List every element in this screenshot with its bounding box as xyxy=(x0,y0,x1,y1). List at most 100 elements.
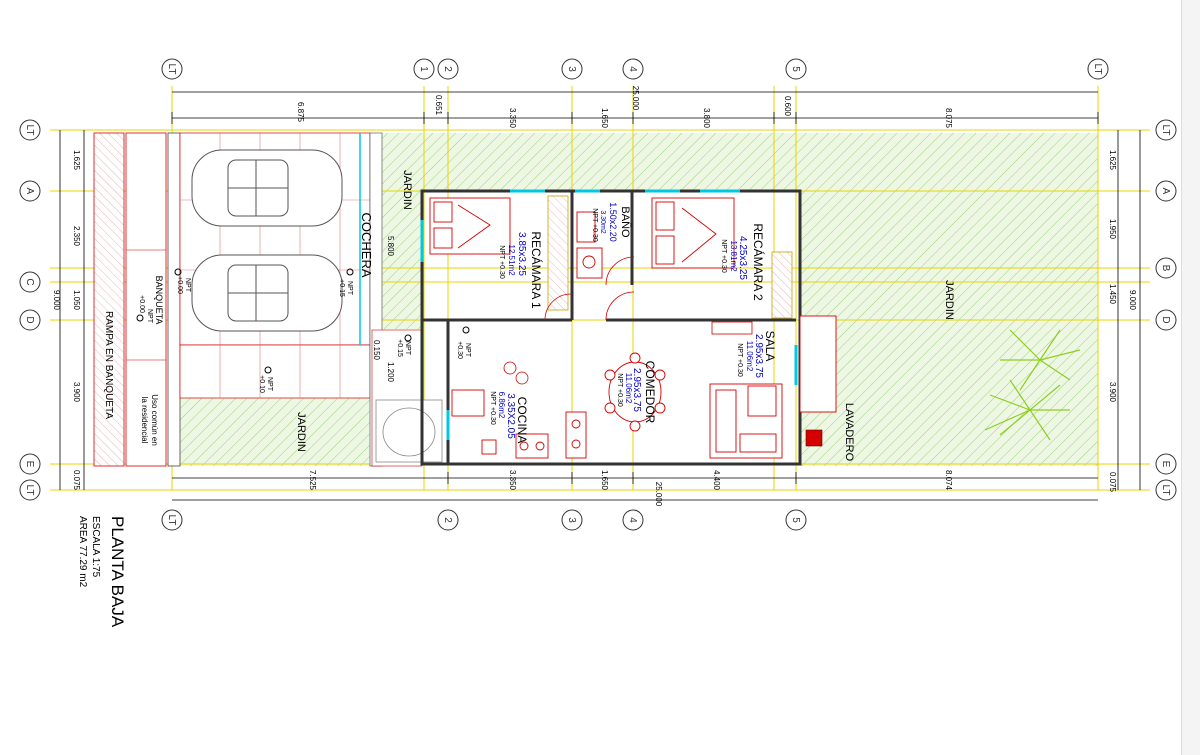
axis-label-bottom: LT xyxy=(166,515,177,526)
room-name: RECÁMARA 1 xyxy=(529,231,544,309)
room-name-lavadero: LAVADERO xyxy=(843,403,855,462)
room-npt: NPT +0.30 xyxy=(720,239,727,273)
sheet-area: AREA 77.29 m2 xyxy=(77,516,88,588)
sidewalk-label: BANQUETA xyxy=(154,276,164,325)
axis-label-left: A xyxy=(24,188,35,195)
level-marker: NPT xyxy=(464,343,471,358)
axis-label-right: LT xyxy=(1160,125,1171,136)
dim-right: 3.900 xyxy=(1108,382,1117,403)
axis-label-top: 2 xyxy=(442,66,453,72)
axis-label-bottom: 5 xyxy=(790,517,801,523)
dim-top: 0.651 xyxy=(434,95,443,116)
level-marker: +0.15 xyxy=(338,279,345,297)
dim-left-overall: 9.000 xyxy=(52,290,61,311)
room-area: 3.30m2 xyxy=(599,210,606,233)
room-size: 2.95x3.75 xyxy=(631,368,642,412)
dim-right: 1.450 xyxy=(1108,284,1117,305)
bathroom-fixtures xyxy=(576,211,603,279)
level-marker: +0.00 xyxy=(176,276,183,294)
level-marker: +0.00 xyxy=(138,295,145,313)
dim-bottom: 4.400 xyxy=(712,470,721,491)
dim-top-overall: 25.000 xyxy=(631,86,640,111)
axis-markers xyxy=(19,58,1177,531)
closet xyxy=(547,195,569,311)
axis-label-bottom: 2 xyxy=(442,517,453,523)
level-marker: NPT xyxy=(266,377,273,392)
dim-bottom: 3.350 xyxy=(508,470,517,491)
axis-label-top: LT xyxy=(166,64,177,75)
axis-label-right: D xyxy=(1160,316,1171,323)
ramp-label: RAMPA EN BANQUETA xyxy=(103,311,114,419)
room-size: 3.85x3.25 xyxy=(516,232,527,276)
garden-top xyxy=(382,133,800,191)
dim-top: 3.800 xyxy=(702,108,711,129)
room-name: COMEDOR xyxy=(643,361,657,424)
dim-interior: 1.200 xyxy=(386,362,395,383)
room-npt: NPT +0.30 xyxy=(498,245,505,279)
property-wall-front xyxy=(167,132,181,467)
axis-label-right: B xyxy=(1160,265,1171,272)
room-name-cochera: COCHERA xyxy=(359,212,374,277)
windows xyxy=(420,189,798,440)
kitchen-fixtures xyxy=(451,389,587,459)
room-size: 1.50x2.20 xyxy=(608,202,618,242)
closet xyxy=(771,251,793,319)
sheet-title: PLANTA BAJA xyxy=(108,516,127,628)
dim-left: 1.625 xyxy=(72,150,81,171)
level-marker: NPT xyxy=(404,341,411,356)
axis-label-top: 5 xyxy=(790,66,801,72)
room-area: 13.81m2 xyxy=(729,240,738,272)
dim-right-overall: 9.000 xyxy=(1128,290,1137,311)
car-icon xyxy=(191,254,343,332)
dim-right: 1.950 xyxy=(1108,219,1117,240)
planter xyxy=(375,399,443,463)
dim-top: 8.075 xyxy=(944,108,953,129)
tree-icon xyxy=(984,329,1081,441)
axis-label-left: E xyxy=(24,461,35,468)
axis-label-top: 4 xyxy=(627,66,638,72)
axis-label-bottom: 3 xyxy=(566,517,577,523)
room-npt: NPT +0.30 xyxy=(616,373,623,407)
top-dimension-lines xyxy=(171,91,1099,124)
room-area: 11.06m2 xyxy=(745,341,754,372)
side-dimension-lines xyxy=(59,130,1141,490)
washer-icon xyxy=(805,429,823,447)
axis-label-top: 1 xyxy=(418,66,429,72)
common-use-label: Uso común en xyxy=(150,394,159,446)
dim-right: 1.625 xyxy=(1108,150,1117,171)
axis-label-bottom: 4 xyxy=(627,517,638,523)
dim-left: 0.075 xyxy=(72,470,81,491)
room-area: 12.51m2 xyxy=(507,244,516,276)
room-npt: NPT +0.30 xyxy=(489,391,496,425)
dim-left: 3.900 xyxy=(72,382,81,403)
axis-label-right: E xyxy=(1160,461,1171,468)
bed-icon xyxy=(429,197,511,255)
room-name-jardin: JARDIN xyxy=(943,280,955,320)
dim-top: 3.350 xyxy=(508,108,517,129)
dining-table xyxy=(604,352,666,432)
room-name-jardin: JARDIN xyxy=(295,412,307,452)
axis-label-left: C xyxy=(24,278,35,285)
axis-label-left: D xyxy=(24,316,35,323)
room-size: 3.35X2.05 xyxy=(505,393,516,439)
sofa-icon xyxy=(709,383,783,459)
sidewalk xyxy=(125,132,167,467)
viewer-edge xyxy=(1181,0,1200,755)
room-npt: NPT +0.30 xyxy=(591,208,598,242)
room-name: COCINA xyxy=(515,397,529,444)
dim-bottom: 7.525 xyxy=(308,470,317,491)
dim-top: 6.875 xyxy=(296,102,305,123)
ramp-strip xyxy=(93,132,125,467)
common-use-label: la residencial xyxy=(140,397,149,444)
dim-top: 1.650 xyxy=(600,108,609,129)
level-marker: +0.15 xyxy=(396,339,403,357)
axis-label-left: LT xyxy=(24,125,35,136)
bed-icon xyxy=(651,197,735,269)
dim-top: 0.600 xyxy=(783,96,792,117)
axis-label-top: LT xyxy=(1092,64,1103,75)
level-marker: +0.10 xyxy=(258,375,265,393)
garden-front xyxy=(180,398,370,466)
dim-interior: 0.150 xyxy=(372,340,381,361)
room-area: 11.06m2 xyxy=(624,373,633,404)
